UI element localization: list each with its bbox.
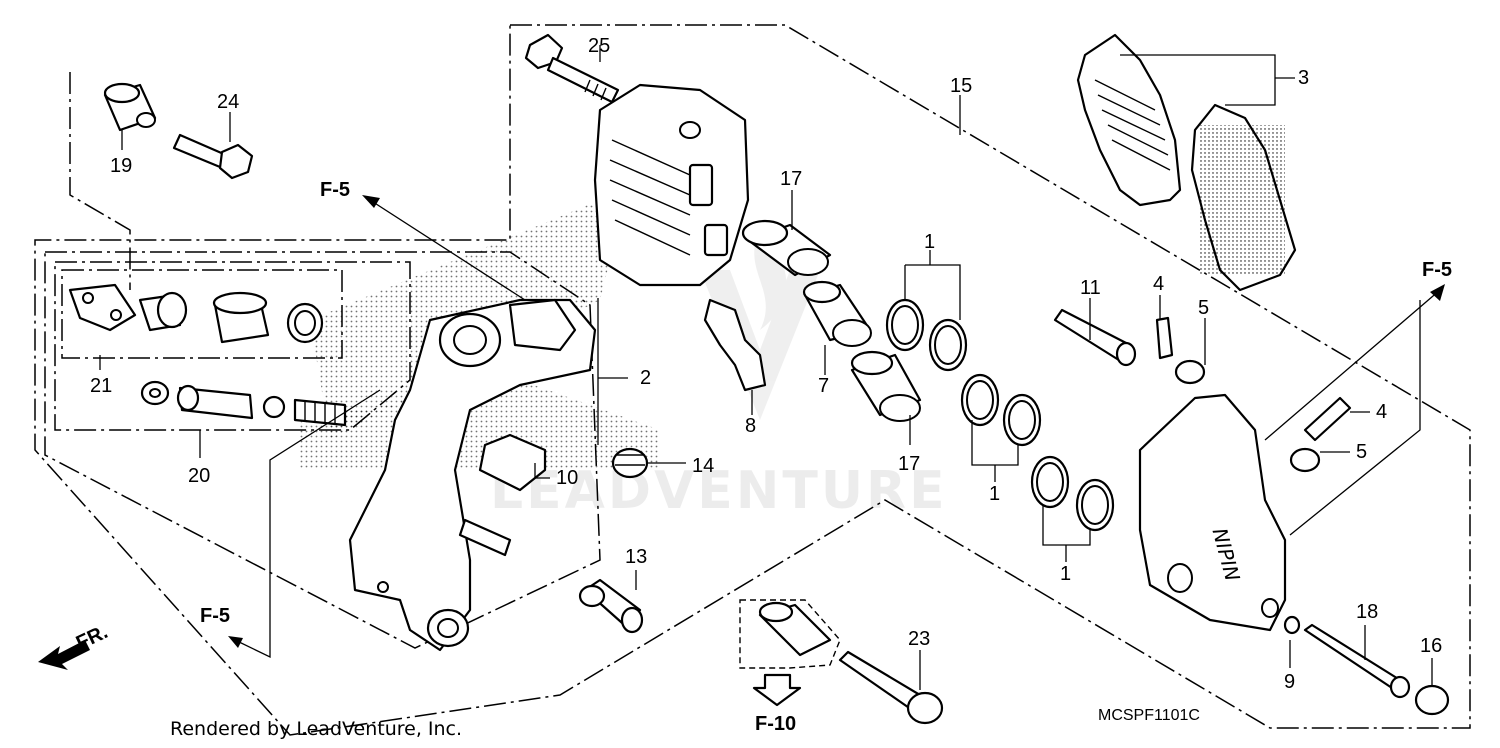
front-direction-arrow [38,640,90,670]
part-16-plug [1414,684,1450,716]
callout-15: 15 [950,75,972,97]
part-5-cap-upper [1174,359,1206,385]
callout-18: 18 [1356,601,1378,623]
ref-f10: F-10 [755,713,796,735]
ref-f5-upper-left: F-5 [320,179,350,201]
part-17-sleeve-upper [741,219,832,277]
callout-4-upper: 4 [1153,273,1164,295]
part-caliper-body: NIPIN [1138,393,1287,632]
part-4-bleeder-upper [1155,316,1174,360]
part-20-pin-set [140,380,347,427]
callout-9: 9 [1284,671,1295,693]
part-1-seals [885,298,1115,532]
part-23-bolt [838,650,944,725]
part-15-caliper-half [593,83,750,287]
part-17-sleeve-lower [850,350,922,422]
callout-2: 2 [640,367,651,389]
part-7-sleeve [802,280,872,347]
watermark-text: LEADVENTURE [490,461,948,521]
ref-f5-lower-left: F-5 [200,605,230,627]
callout-1-upper: 1 [924,231,935,253]
part-5-cap-lower [1289,447,1321,473]
credit-text: Rendered by LeadVenture, Inc. [170,718,462,740]
leader-lines [99,45,1445,690]
callout-23: 23 [908,628,930,650]
callout-4-lower: 4 [1376,401,1387,423]
part-13-pin [578,578,644,634]
callout-17-upper: 17 [780,168,802,190]
callout-1-middle: 1 [989,483,1000,505]
part-9-washer [1283,615,1301,635]
callout-19: 19 [110,155,132,177]
part-19-collar [103,82,157,132]
callout-5-lower: 5 [1356,441,1367,463]
part-4-bleeder-lower [1303,396,1352,442]
part-21-pin-set [68,283,324,344]
callout-labels: 25 24 19 15 3 17 1 7 17 1 1 8 2 14 10 13… [90,35,1442,693]
callout-25: 25 [588,35,610,57]
callout-3: 3 [1298,67,1309,89]
diagram-code: MCSPF1101C [1098,707,1200,724]
callout-11: 11 [1080,277,1101,299]
callout-8: 8 [745,415,756,437]
callout-20: 20 [188,465,210,487]
part-18-pin [1303,623,1411,699]
part-14-boot [611,447,649,479]
callout-1-lower: 1 [1060,563,1071,585]
callout-21: 21 [90,375,112,397]
f10-collar-group [739,599,841,707]
callout-5-upper: 5 [1198,297,1209,319]
part-8-clip [703,298,767,392]
callout-16: 16 [1420,635,1442,657]
part-11-pin [1053,308,1137,367]
part-2-bracket [348,298,597,652]
callout-10: 10 [556,467,578,489]
callout-7: 7 [818,375,829,397]
part-10-clip [478,433,547,492]
callout-14: 14 [692,455,714,477]
callout-13: 13 [625,546,647,568]
ref-f5-right: F-5 [1422,259,1452,281]
callout-17-lower: 17 [898,453,920,475]
callout-24: 24 [217,91,239,113]
part-3-pads [1076,33,1297,292]
part-25-bolt [524,33,620,104]
part-24-bolt [172,133,254,180]
